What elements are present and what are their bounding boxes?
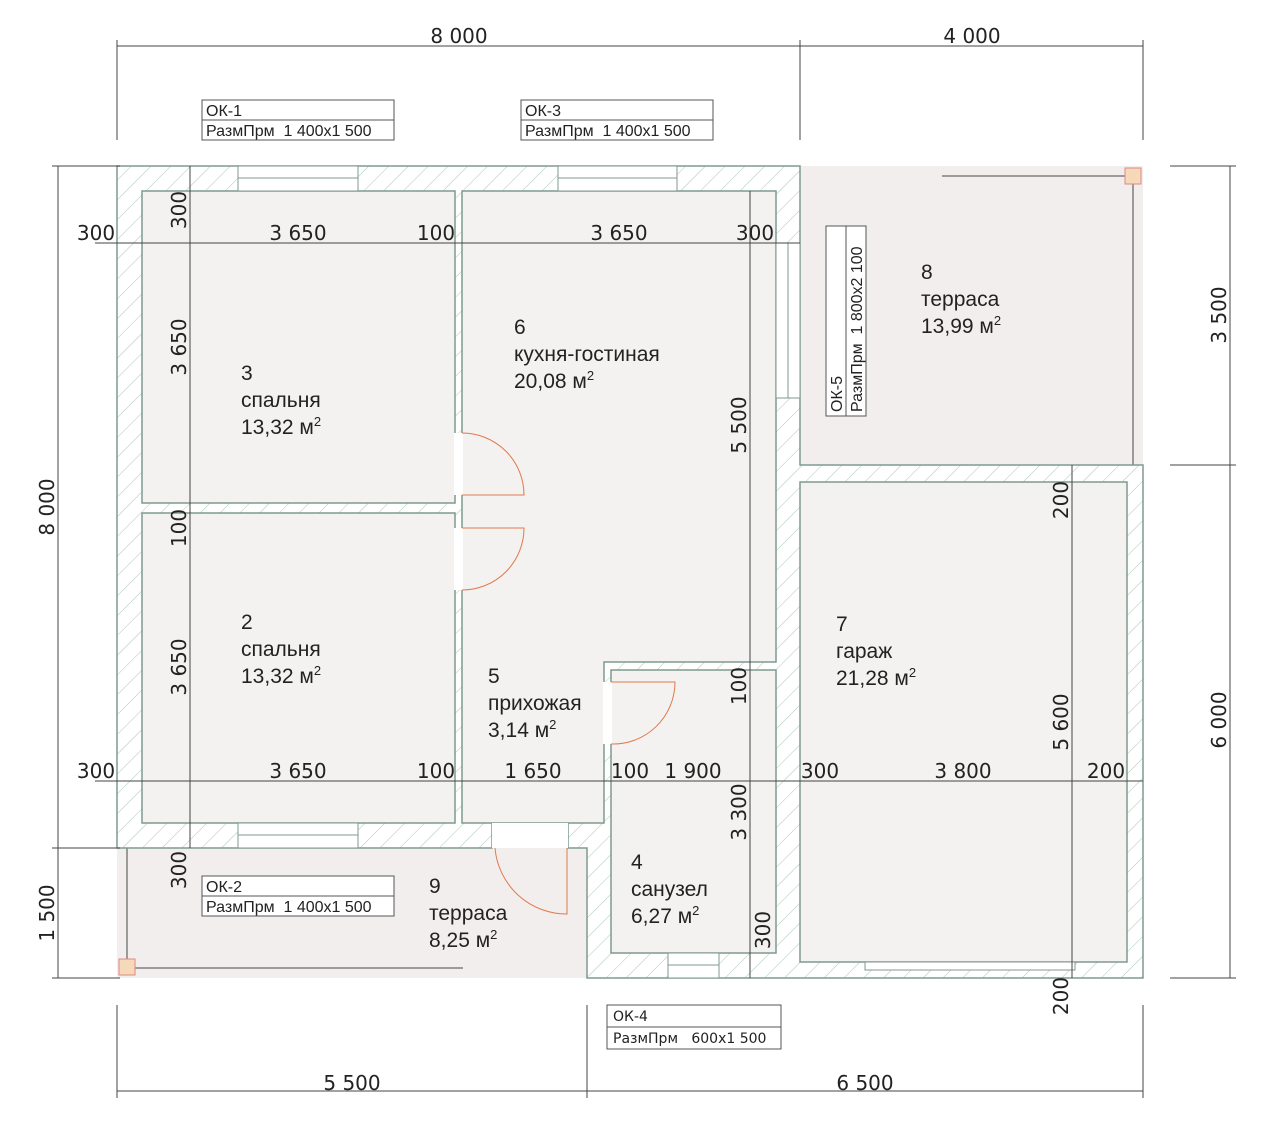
dim-row2: 1 650 [504, 759, 561, 783]
svg-text:13,99 м2: 13,99 м2 [921, 313, 1001, 338]
dimension-lines [52, 40, 1236, 1098]
svg-text:4: 4 [631, 851, 643, 874]
dim-colB: 300 [751, 911, 775, 949]
svg-text:ОК-2: ОК-2 [206, 879, 242, 896]
svg-text:7: 7 [836, 613, 848, 636]
dim-row1: 3 650 [590, 221, 647, 245]
dim-row1: 3 650 [269, 221, 326, 245]
svg-text:13,32 м2: 13,32 м2 [241, 414, 321, 439]
dim-row1: 300 [77, 221, 115, 245]
dim-row2: 1 900 [664, 759, 721, 783]
dim-colB: 5 500 [727, 396, 751, 453]
svg-text:РазмПрм 1 800x2 100: РазмПрм 1 800x2 100 [849, 246, 866, 412]
svg-text:ОК-5: ОК-5 [829, 376, 846, 412]
svg-text:3: 3 [241, 362, 253, 385]
dim-row2: 200 [1087, 759, 1125, 783]
svg-text:ОК-3: ОК-3 [525, 103, 561, 120]
dim-left-2: 1 500 [35, 884, 59, 941]
svg-text:ОК-1: ОК-1 [206, 103, 242, 120]
svg-text:13,32 м2: 13,32 м2 [241, 663, 321, 688]
dim-colC: 200 [1049, 481, 1073, 519]
svg-text:9: 9 [429, 875, 441, 898]
svg-text:спальня: спальня [241, 638, 321, 661]
dim-colB: 3 300 [727, 783, 751, 840]
column-marker [118, 958, 136, 976]
door-room-2 [454, 527, 525, 591]
dim-row2: 100 [611, 759, 649, 783]
dim-colA: 3 650 [167, 638, 191, 695]
door-bathroom [603, 681, 676, 745]
svg-text:прихожая: прихожая [488, 692, 582, 715]
dim-right-1: 3 500 [1207, 286, 1231, 343]
dim-row2: 3 650 [269, 759, 326, 783]
svg-text:6,27 м2: 6,27 м2 [631, 903, 699, 928]
room-2-floor [141, 512, 456, 824]
svg-text:8: 8 [921, 261, 933, 284]
dim-left-1: 8 000 [35, 478, 59, 535]
dim-row2: 300 [801, 759, 839, 783]
dim-colB: 100 [727, 667, 751, 705]
svg-text:санузел: санузел [631, 878, 708, 901]
window-ok2 [237, 822, 359, 849]
svg-text:21,28 м2: 21,28 м2 [836, 665, 916, 690]
dim-colA: 3 650 [167, 318, 191, 375]
svg-text:РазмПрм 600x1 500: РазмПрм 600x1 500 [613, 1031, 766, 1047]
svg-text:8,25 м2: 8,25 м2 [429, 927, 497, 952]
dim-colC: 5 600 [1049, 693, 1073, 750]
svg-text:гараж: гараж [836, 640, 892, 663]
svg-text:РазмПрм 1 400x1 500: РазмПрм 1 400x1 500 [206, 899, 372, 916]
svg-text:РазмПрм 1 400x1 500: РазмПрм 1 400x1 500 [525, 123, 691, 140]
dim-colA: 300 [167, 851, 191, 889]
dim-right-2: 6 000 [1207, 691, 1231, 748]
svg-text:ОК-4: ОК-4 [613, 1009, 648, 1025]
window-ok3 [557, 165, 678, 192]
dim-row1: 100 [417, 221, 455, 245]
dim-bottom-1: 5 500 [323, 1071, 380, 1095]
svg-text:терраса: терраса [921, 288, 1000, 311]
dim-top-1: 8 000 [430, 24, 487, 48]
room-6-5-floor [461, 190, 777, 824]
svg-text:5: 5 [488, 665, 500, 688]
svg-text:кухня-гостиная: кухня-гостиная [514, 343, 660, 366]
svg-text:6: 6 [514, 316, 526, 339]
room-4-floor [610, 669, 777, 954]
door-room-3 [454, 432, 525, 496]
window-ok5 [775, 242, 801, 399]
dim-colC: 200 [1049, 977, 1073, 1015]
dim-colA: 100 [167, 509, 191, 547]
garage-gate [864, 961, 1076, 971]
svg-text:3,14 м2: 3,14 м2 [488, 717, 556, 742]
svg-text:20,08 м2: 20,08 м2 [514, 368, 594, 393]
svg-text:2: 2 [241, 611, 253, 634]
dim-bottom-2: 6 500 [836, 1071, 893, 1095]
room-7-floor [799, 481, 1128, 963]
dim-row1: 300 [736, 221, 774, 245]
window-ok1 [237, 165, 359, 192]
dim-row2: 300 [77, 759, 115, 783]
dim-colA: 300 [167, 191, 191, 229]
svg-text:терраса: терраса [429, 902, 508, 925]
window-ok4 [667, 952, 720, 979]
dim-top-2: 4 000 [943, 24, 1000, 48]
door-terrace [492, 823, 568, 915]
dim-row2: 3 800 [934, 759, 991, 783]
svg-text:спальня: спальня [241, 389, 321, 412]
dim-row2: 100 [417, 759, 455, 783]
svg-text:РазмПрм 1 400x1 500: РазмПрм 1 400x1 500 [206, 123, 372, 140]
column-marker [1124, 167, 1142, 185]
